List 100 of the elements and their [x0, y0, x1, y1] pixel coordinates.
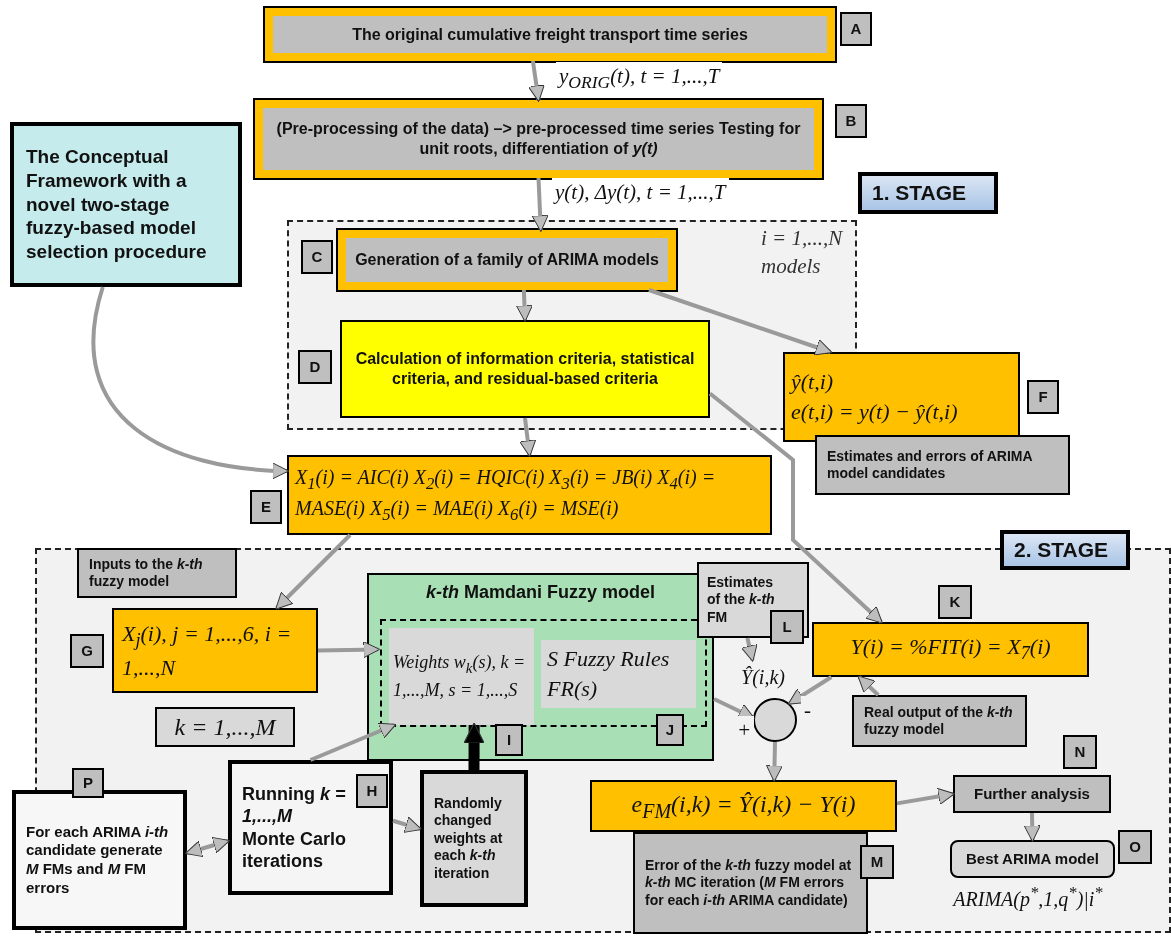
arrow: [463, 722, 485, 770]
letter-tag: [840, 12, 872, 46]
formula-text: Ŷ(i,k): [740, 664, 786, 691]
arrow: [317, 641, 381, 659]
arrow: [185, 836, 230, 858]
tag-letter: B: [844, 111, 858, 131]
formula-text: Y(i) = %FIT(i) = X$_{7}$(i): [849, 633, 1052, 666]
box-text: Generation of a family of ARIMA models: [354, 250, 660, 270]
formula-box: [812, 622, 1089, 677]
tag-letter: L: [781, 617, 793, 637]
output-box: [783, 352, 1020, 442]
formula-text: k = 1,...,M: [173, 712, 278, 742]
box-text: Best ARIMA model: [964, 849, 1101, 869]
stage-title: 1. STAGE: [872, 179, 968, 206]
formula-text: S Fuzzy Rules FR(s): [547, 645, 671, 703]
box-text: For each ARIMA i-th candidate generate M FMs and M FM errors: [26, 822, 170, 898]
formula-text: ŷ(t,i): [791, 368, 835, 397]
callout-box: [633, 832, 868, 934]
tag-letter: N: [1073, 742, 1087, 762]
dashed-box: [380, 619, 707, 727]
callout-box: [77, 548, 237, 598]
arrow: [740, 637, 758, 663]
letter-tag: [495, 724, 523, 756]
letter-tag: [356, 774, 388, 808]
formula-box: [590, 780, 897, 832]
process-box: [338, 230, 676, 290]
stage-title: 2. STAGE: [1014, 536, 1110, 563]
arrow: [766, 741, 783, 783]
letter-tag: [656, 714, 684, 746]
box-text: Calculation of information criteria, statistical criteria, and residual-based criteria: [354, 349, 696, 389]
arrow: [648, 288, 833, 356]
arrow: [392, 816, 422, 833]
arrow: [896, 788, 956, 806]
formula-text: X$_{j}$(i), j = 1,...,6, i = 1,...,N: [122, 619, 293, 682]
arrow: [787, 675, 833, 706]
tag-letter: O: [1128, 837, 1142, 857]
letter-tag: [70, 634, 104, 668]
formula-text: e$_{FM}$(i,k) = Ŷ(i,k) − Y(i): [630, 789, 857, 824]
formula-text: X$_{1}$(i) = AIC(i) X$_{2}$(i) = HQIC(i) X$_{3}$(i) = JB(i) X$_{4}$(i) = MASE(i) X$_{5}$(i) = MAE(i) X$_{6}$(i) = MSE(i): [295, 464, 717, 526]
tag-letter: M: [869, 852, 885, 872]
tag-letter: J: [664, 720, 676, 740]
note-box: [12, 790, 187, 930]
box-text: Inputs to the k-th fuzzy model: [89, 555, 204, 591]
box-text: Real output of the k-th fuzzy model: [864, 703, 1014, 739]
process-box: [228, 760, 393, 895]
formula-text: Weights w$_{k}$(s), k = 1,...,M, s = 1,...,S: [393, 651, 527, 703]
rules-box: [541, 640, 696, 708]
box-text: Randomly changed weights at each k-th iteration: [434, 794, 504, 883]
box-text: Error of the k-th fuzzy model at k-th MC iteration (M FM errors for each i-th ARIMA candidate): [645, 856, 853, 910]
callout-box: [852, 695, 1027, 747]
box-title: k-th Mamdani Fuzzy model: [425, 581, 656, 604]
letter-tag: [860, 845, 894, 879]
letter-tag: [770, 610, 804, 644]
box-text: The Conceptual Framework with a novel two-stage fuzzy-based model selection procedure: [26, 145, 208, 264]
box-text: Estimates of the k-th FM: [707, 573, 776, 627]
letter-tag: [835, 104, 867, 138]
tag-letter: P: [82, 773, 94, 793]
tag-letter: H: [365, 781, 379, 801]
tag-letter: G: [80, 641, 94, 661]
framework-box: [10, 122, 242, 287]
process-box: [265, 8, 835, 61]
letter-tag: [1027, 380, 1059, 414]
letter-tag: [301, 240, 333, 274]
box-text: The original cumulative freight transport time series: [351, 24, 749, 45]
arrow: [309, 722, 397, 762]
arrow: [857, 675, 880, 697]
box-text: Estimates and errors of ARIMA model candidates: [827, 447, 1034, 483]
formula-text: ARIMA(p$^{*}$,1,q$^{*}$)|i$^{*}$: [951, 882, 1104, 913]
process-box: [255, 100, 822, 178]
letter-tag: [298, 350, 332, 384]
letter-tag: [250, 490, 282, 524]
tag-letter: A: [849, 19, 863, 39]
formula-text: e(t,i) = y(t) − ŷ(t,i): [791, 398, 959, 426]
formula-box: [287, 455, 772, 535]
parameter-box: [389, 628, 534, 725]
callout-box: [815, 435, 1070, 495]
arrow: [516, 289, 533, 323]
arrow: [531, 177, 549, 233]
tag-letter: C: [310, 247, 324, 267]
process-box: [340, 320, 710, 418]
tag-letter: D: [308, 357, 322, 377]
letter-tag: [1118, 830, 1152, 864]
box-text: Running k = 1,...,M Monte Carlo iterations: [242, 782, 347, 873]
process-box: [953, 775, 1111, 813]
letter-tag: [1063, 735, 1097, 769]
box-text: Further analysis: [973, 784, 1091, 804]
arrow: [528, 60, 545, 103]
arrow: [1023, 812, 1041, 843]
result-box: [950, 840, 1115, 878]
letter-tag: [938, 585, 972, 619]
arrow: [91, 286, 290, 479]
arrow: [519, 417, 537, 458]
tag-letter: I: [505, 730, 513, 750]
tag-letter: E: [260, 497, 272, 517]
tag-letter: K: [948, 592, 962, 612]
formula-box: [155, 707, 295, 747]
letter-tag: [72, 768, 104, 798]
arrow: [275, 533, 352, 610]
callout-box: [420, 770, 528, 907]
box-text: (Pre-processing of the data) –> pre-processed time series Testing for unit roots, differentiation of y(t): [275, 119, 802, 159]
